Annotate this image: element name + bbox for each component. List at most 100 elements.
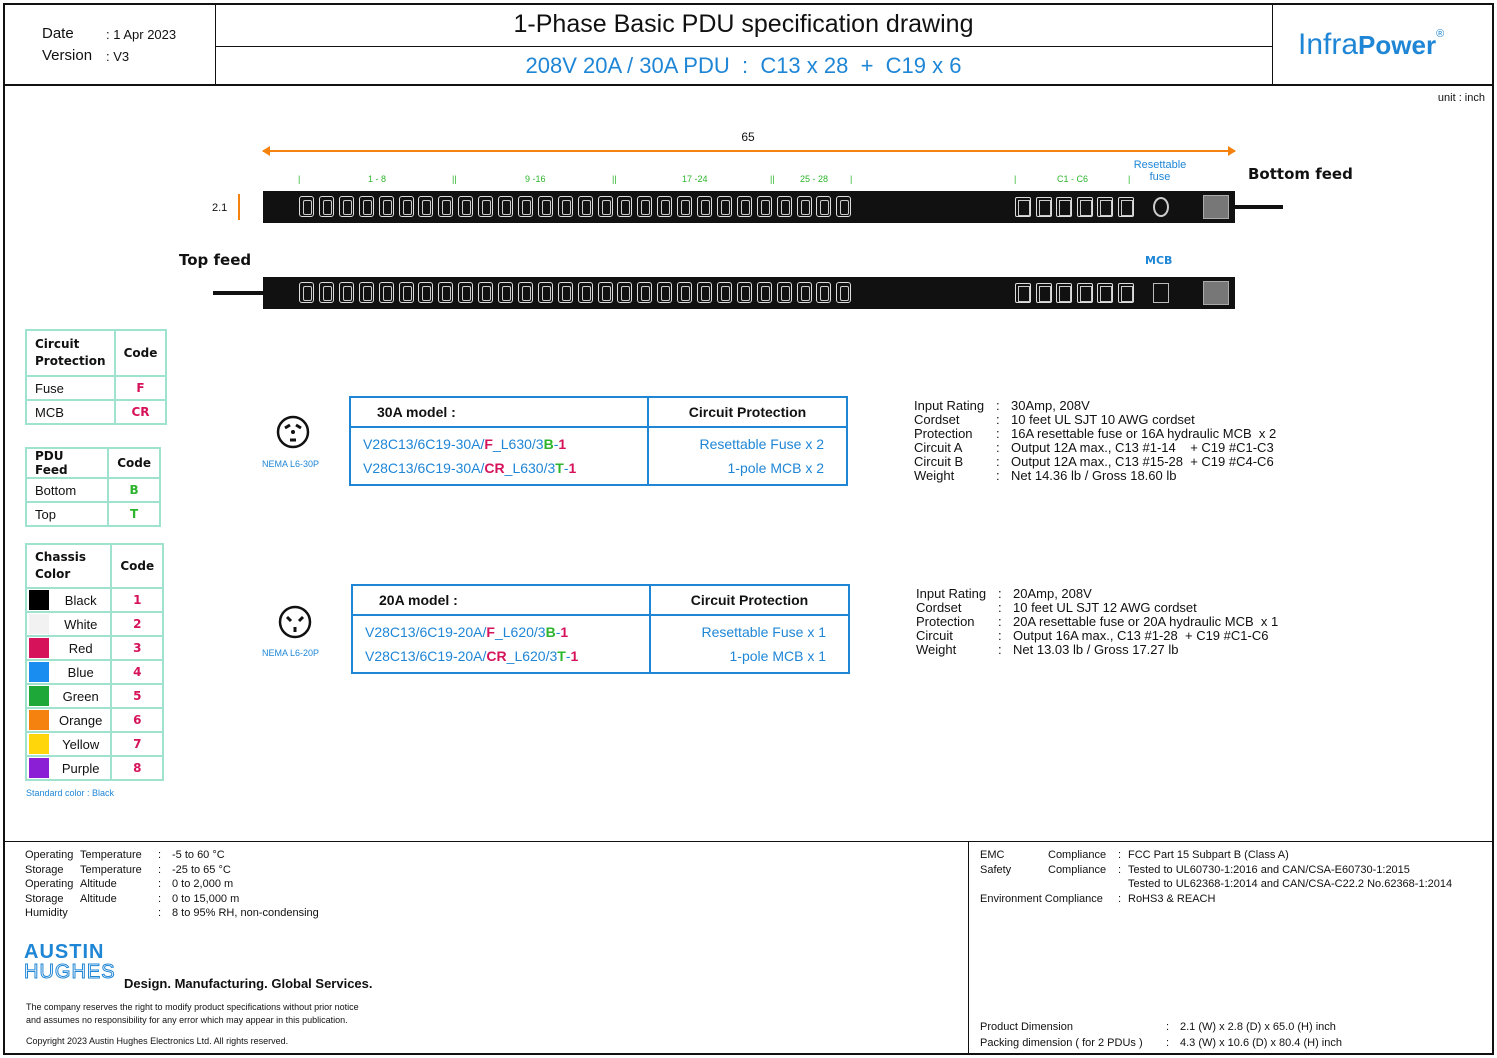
spec-key: Operating [25,878,74,891]
c13-outlet-icon [816,196,832,217]
spec-row: Packing dimension ( for 2 PDUs ):4.3 (W)… [980,1035,1342,1051]
spec-key: Input Rating [914,398,985,413]
spec-row: Cordset:10 feet UL SJT 10 AWG cordset [914,413,1276,427]
c19-outlet-icon [1015,283,1031,303]
spec-key: Safety [980,863,1012,876]
spec-value: Output 16A max., C13 #1-28 + C19 #C1-C6 [1013,628,1269,643]
header-col-1 [215,3,216,85]
spec-row: Humidity:8 to 95% RH, non-condensing [25,906,319,921]
spec-colon: : [158,907,162,920]
fuse-text: fuse [1149,171,1171,183]
spec-row: Environment Compliance:RoHS3 & REACH [980,892,1452,907]
model-30a-title: 30A model : [349,396,649,428]
legend-code: B [107,477,161,503]
c13-outlet-icon [756,282,772,303]
unit-label: unit : inch [1437,92,1485,104]
spec-row: Safety Compliance: Tested to UL60730-1:201… [980,863,1452,878]
spec-value: 30Amp, 208V [1011,398,1090,413]
logo-registered: ® [1436,28,1445,40]
spec-value: Net 14.36 lb / Gross 18.60 lb [1011,468,1177,483]
color-swatch-cell [25,731,51,757]
spec-value: Net 13.03 lb / Gross 17.27 lb [1013,642,1179,657]
nema-l6-30p-label: NEMA L6-30P [262,459,320,469]
spec-colon: : [996,398,1000,413]
spec-colon: : [1118,892,1122,905]
protection-mcb: 1-pole MCB x 1 [729,648,826,664]
protection-fuse: Resettable Fuse x 1 [701,624,826,640]
spec-key: Protection [916,614,975,629]
legend-code: 6 [110,707,165,733]
spec-value: FCC Part 15 Subpart B (Class A) [1128,849,1289,861]
c19-outlet-icon [1097,283,1113,303]
spec-value: Tested to UL60730-1:2016 and CAN/CSA-E60… [1128,863,1410,876]
version-label: Version [42,47,93,64]
logo-hughes: HUGHES [24,961,116,983]
title-divider [215,46,1272,47]
c13-outlet-icon [577,282,593,303]
c13-outlet-icon [517,282,533,303]
spec-row: Protection:16A resettable fuse or 16A hy… [914,427,1276,441]
spec-row: Circuit B:Output 12A max., C13 #15-28 + … [914,455,1276,469]
legend-code: CR [113,399,168,425]
c13-outlet-icon [617,196,633,217]
disclaimer-line: The company reserves the right to modify… [26,1002,359,1012]
spec-colon: : [996,426,1000,441]
c13-outlet-icon [577,196,593,217]
legend-item: Bottom [24,477,110,503]
spec-colon: : [1166,1037,1170,1049]
spec-key: EMC [980,849,1005,861]
spec-key: Circuit [916,628,953,643]
mcb-label: MCB [1145,254,1173,267]
spec-colon: : [1118,863,1122,876]
sheet-frame [3,3,1494,1055]
legend-item: MCB [25,399,116,425]
spec-key: Compliance [1048,863,1107,876]
legend-item: Purple [51,755,113,781]
spec-row: Cordset:10 feet UL SJT 12 AWG cordset [916,601,1278,615]
c13-outlet-icon [677,196,693,217]
austin-hughes-logo: AUSTIN HUGHES [24,941,116,983]
legend-code: 7 [110,731,165,757]
part-number-fuse: V28C13/6C19-20A/F_L620/3B-1 [365,624,569,640]
legend-item: Blue [51,659,113,685]
footer-col [968,841,969,1055]
c13-outlet-icon [478,282,494,303]
c13-outlet-icon [657,282,673,303]
color-swatch-cell [25,707,51,733]
c13-outlet-icon [338,282,354,303]
spec-value: 20Amp, 208V [1013,586,1092,601]
spec-colon: : [1166,1021,1170,1033]
spec-key: Compliance [1048,849,1107,861]
spec-key: Altitude [80,878,117,891]
c13-outlet-icon [438,282,454,303]
logo-austin: AUSTIN [24,941,105,963]
c13-outlet-icon [776,196,792,217]
resettable-fuse-label: Resettable fuse [1125,159,1195,183]
c19-outlet-icon [1056,283,1072,303]
spec-key: Product Dimension [980,1021,1073,1033]
spec-key: Circuit B [914,454,964,469]
spec-key: Environment Compliance [980,892,1103,905]
c13-outlet-icon [796,196,812,217]
c13-outlet-icon [657,196,673,217]
group-9-16: 9 -16 [525,174,546,184]
power-inlet-panel-icon [1203,195,1229,219]
spec-value: 20A resettable fuse or 20A hydraulic MCB… [1013,614,1279,629]
legend-code: T [107,501,161,527]
protection-mcb: 1-pole MCB x 2 [727,460,824,476]
spec-value: 0 to 15,000 m [172,892,240,905]
c13-outlet-icon [697,196,712,217]
c13-outlet-icon [517,196,533,217]
color-swatch-cell [25,659,51,685]
spec-row: Protection:20A resettable fuse or 20A hy… [916,615,1278,629]
header-divider [3,84,1494,86]
circuit-protection-header: Circuit Protection [647,396,848,428]
model-20a-table: 20A model :Circuit Protection V28C13/6C1… [351,584,850,674]
c13-outlet-icon [537,282,553,303]
c13-outlet-icon [299,282,314,303]
legend-item: Black [51,587,113,613]
